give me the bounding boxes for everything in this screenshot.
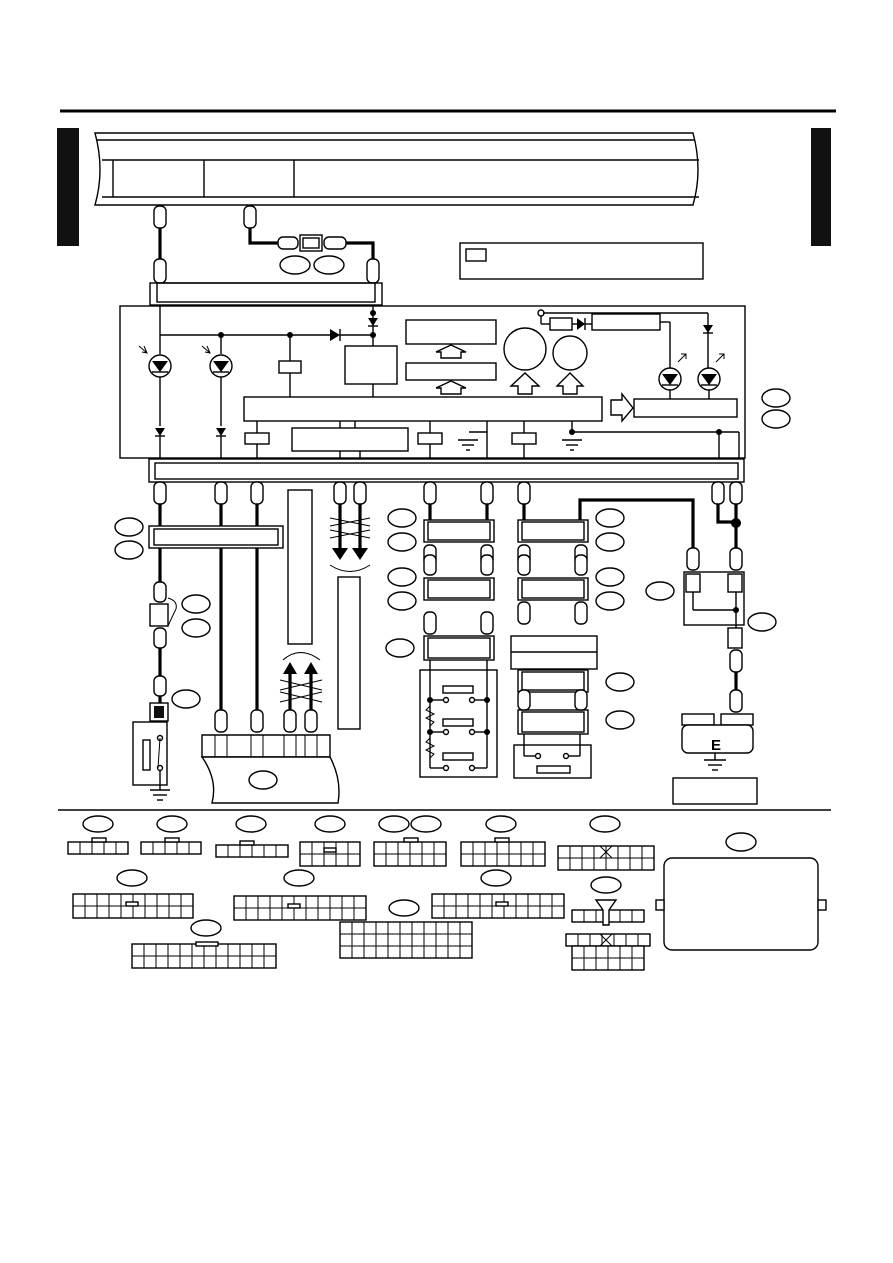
connector-face (460, 841, 546, 867)
center-relay-chain (419, 519, 498, 778)
connector-callout (114, 517, 144, 537)
connector-callout (605, 672, 635, 692)
top-connector-pins (153, 205, 380, 284)
data-link-connector (655, 832, 827, 951)
connector-callout (605, 710, 635, 730)
right-relay-chain (510, 519, 598, 779)
connector-callout (595, 591, 625, 611)
connector-face (431, 893, 565, 919)
connector-callout (410, 815, 442, 833)
connector-callout (181, 594, 211, 614)
ground-connector-label: E (711, 737, 721, 754)
connector-callout (387, 508, 417, 528)
connector-callout (114, 540, 144, 560)
connector-callout (387, 532, 417, 552)
connector-callout (283, 869, 315, 887)
inline-connector-pin (277, 236, 299, 250)
connector-callout (595, 567, 625, 587)
connector-callout (595, 532, 625, 552)
connector-callout (480, 869, 512, 887)
connector-callout (235, 815, 267, 833)
connector-callout (761, 388, 791, 408)
connector-callout (190, 919, 222, 937)
connector-callout (116, 869, 148, 887)
legend-box (459, 242, 704, 280)
connector-callout (388, 899, 420, 917)
connector-face (299, 841, 361, 867)
connector-callout (378, 815, 410, 833)
connector-face (373, 841, 447, 867)
connector-callout (82, 815, 114, 833)
fuse-box (94, 132, 699, 206)
connector-callout (485, 815, 517, 833)
connector-callout (279, 255, 311, 275)
connector-callout (387, 591, 417, 611)
control-module (119, 305, 746, 459)
connector-callout (747, 612, 777, 632)
connector-face (565, 933, 651, 947)
connector-face (571, 945, 645, 971)
connector-face (131, 943, 277, 969)
connector-face (140, 841, 202, 855)
harness-connector-a (148, 525, 284, 549)
connector-face (339, 921, 473, 959)
connector-callout (181, 618, 211, 638)
connector-callout (248, 770, 278, 790)
module-connector (148, 458, 745, 483)
right-page-tab (811, 128, 831, 246)
connector-callout (387, 567, 417, 587)
connector-callout (590, 876, 622, 894)
connector-face (215, 844, 289, 858)
connector-callout (385, 638, 415, 658)
connector-face (67, 841, 129, 855)
connector-callout (314, 815, 346, 833)
connector-callout (171, 689, 201, 709)
left-signal-chain (132, 581, 177, 801)
twisted-pair-section (200, 489, 371, 804)
left-page-tab (57, 128, 79, 246)
connector-callout (313, 255, 345, 275)
connector-callout (595, 508, 625, 528)
connector-callout (589, 815, 621, 833)
connector-callout (645, 581, 675, 601)
connector-callout (156, 815, 188, 833)
connector-face (557, 845, 655, 871)
connector-callout (761, 409, 791, 429)
diagnostic-ground-chain (672, 547, 758, 805)
